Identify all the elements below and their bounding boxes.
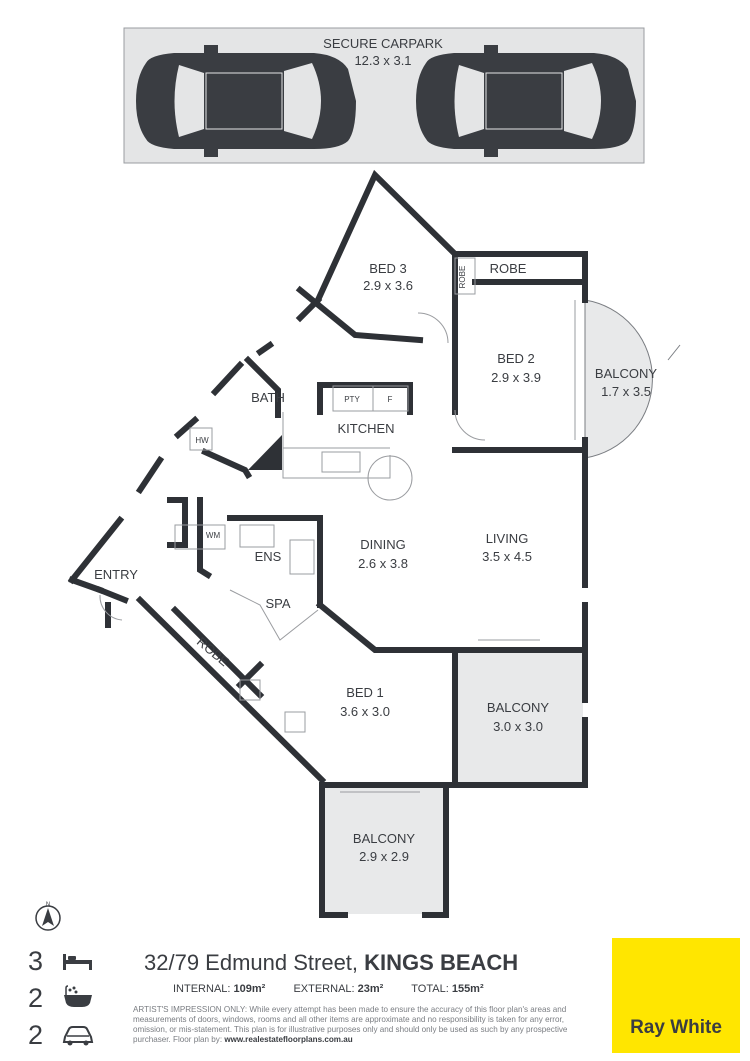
pty-label: PTY xyxy=(344,395,360,404)
bed-icon xyxy=(63,954,92,970)
walls xyxy=(67,169,588,918)
total-value: 155m² xyxy=(451,983,484,995)
address: 32/79 Edmund Street, KINGS BEACH xyxy=(144,950,518,976)
area-summary: INTERNAL: 109m² EXTERNAL: 23m² TOTAL: 15… xyxy=(173,983,484,995)
address-street: 32/79 Edmund Street, xyxy=(144,950,359,975)
internal-label: INTERNAL: xyxy=(173,983,231,995)
hw-label: HW xyxy=(195,436,209,445)
robe-bed3-label: ROBE xyxy=(458,266,467,289)
balcony-mid-name: BALCONY xyxy=(487,700,549,715)
dining-size: 2.6 x 3.8 xyxy=(358,556,408,571)
disclaimer-text: ARTIST'S IMPRESSION ONLY: While every at… xyxy=(133,1005,568,1044)
balcony-east-area xyxy=(584,299,653,459)
bed2-size: 2.9 x 3.9 xyxy=(491,370,541,385)
balcony-south-name: BALCONY xyxy=(353,831,415,846)
baths-count: 2 xyxy=(28,983,44,1013)
living-name: LIVING xyxy=(486,531,529,546)
bed1-size: 3.6 x 3.0 xyxy=(340,704,390,719)
car-icon xyxy=(136,45,356,157)
dining-name: DINING xyxy=(360,537,406,552)
bath-icon xyxy=(64,985,92,1007)
cars-count: 2 xyxy=(28,1020,44,1050)
fixtures xyxy=(99,257,576,793)
balcony-mid-size: 3.0 x 3.0 xyxy=(493,719,543,734)
bath-label: BATH xyxy=(251,390,285,405)
compass-north-label: N xyxy=(46,902,50,908)
room-labels: BED 3 2.9 x 3.6 ROBE ROBE BED 2 2.9 x 3.… xyxy=(94,261,657,864)
balcony-south-area xyxy=(322,786,446,914)
address-suburb: KINGS BEACH xyxy=(364,950,519,975)
kitchen-label: KITCHEN xyxy=(337,421,394,436)
bed1-name: BED 1 xyxy=(346,685,384,700)
wall-corner xyxy=(248,435,282,470)
disclaimer: ARTIST'S IMPRESSION ONLY: While every at… xyxy=(133,1005,595,1045)
carpark-title: SECURE CARPARK xyxy=(323,36,443,51)
floor-plan: SECURE CARPARK 12.3 x 3.1 xyxy=(67,27,681,918)
bed3-size: 2.9 x 3.6 xyxy=(363,278,413,293)
external-value: 23m² xyxy=(357,983,384,995)
living-size: 3.5 x 4.5 xyxy=(482,549,532,564)
bed3-name: BED 3 xyxy=(369,261,407,276)
fridge-label: F xyxy=(388,395,393,404)
bed2-name: BED 2 xyxy=(497,351,535,366)
carpark-size: 12.3 x 3.1 xyxy=(354,53,411,68)
wm-label: WM xyxy=(206,531,221,540)
car-icon xyxy=(62,1026,94,1046)
balcony-east-size: 1.7 x 3.5 xyxy=(601,384,651,399)
carpark: SECURE CARPARK 12.3 x 3.1 xyxy=(123,27,645,164)
entry-label: ENTRY xyxy=(94,567,138,582)
balcony-south-size: 2.9 x 2.9 xyxy=(359,849,409,864)
external-label: EXTERNAL: xyxy=(293,983,355,995)
ens-label: ENS xyxy=(255,549,282,564)
brand-name: Ray White xyxy=(630,1017,722,1038)
brand-logo: Ray White xyxy=(612,938,740,1053)
total-label: TOTAL: xyxy=(411,983,449,995)
disclaimer-site: www.realestatefloorplans.com.au xyxy=(224,1035,353,1044)
balcony-east-name: BALCONY xyxy=(595,366,657,381)
compass-icon: N xyxy=(35,902,61,931)
internal-value: 109m² xyxy=(233,983,266,995)
car-icon xyxy=(416,45,636,157)
robe-bed1-label: ROBE xyxy=(194,634,232,669)
balcony-mid-area xyxy=(453,652,583,784)
beds-count: 3 xyxy=(28,946,44,976)
robe-bed2-label: ROBE xyxy=(490,261,527,276)
spa-label: SPA xyxy=(265,596,290,611)
